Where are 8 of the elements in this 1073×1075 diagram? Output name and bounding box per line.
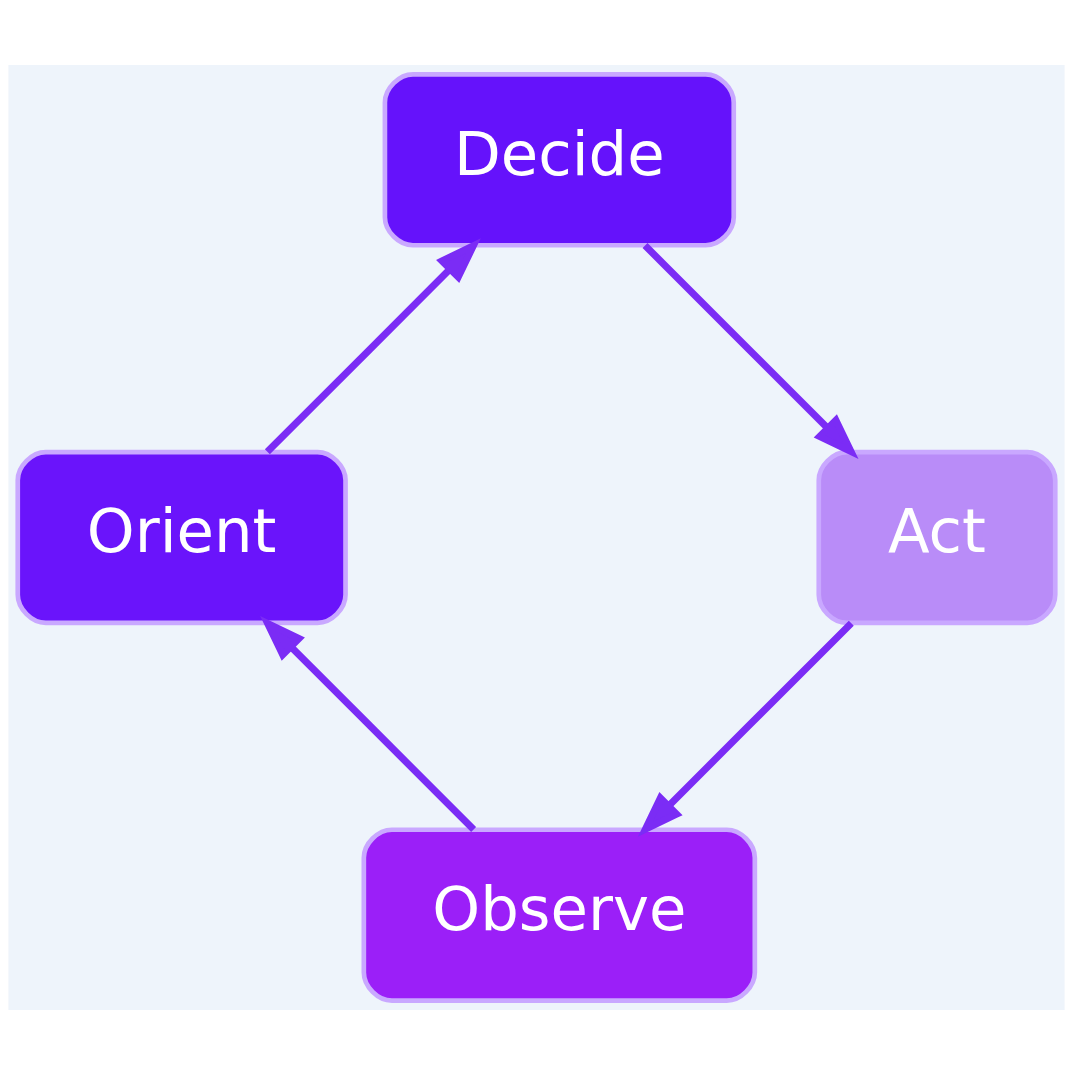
- node-box: Decide: [382, 72, 737, 248]
- node-box: Act: [816, 449, 1058, 626]
- arrow: [260, 616, 477, 832]
- node-box: Observe: [361, 827, 758, 1003]
- arrow: [642, 243, 859, 459]
- arrow: [637, 620, 854, 837]
- arrow: [264, 238, 481, 455]
- node-box: Orient: [15, 449, 348, 626]
